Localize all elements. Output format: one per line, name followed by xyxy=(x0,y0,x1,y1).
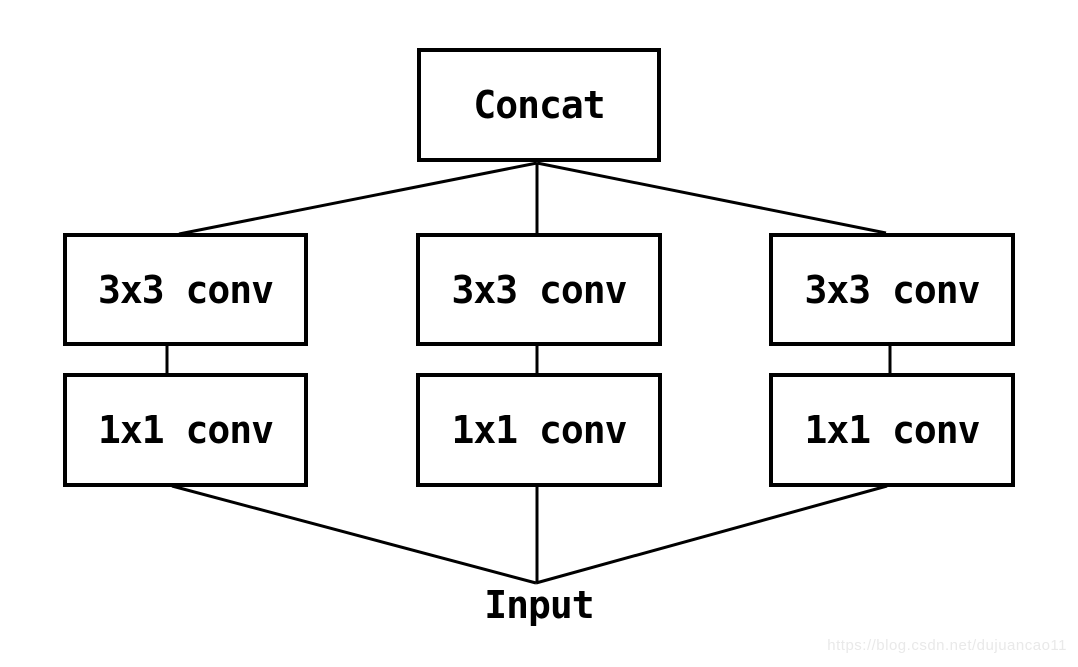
watermark-text: https://blog.csdn.net/dujuancao11 xyxy=(827,637,1067,654)
concat-node: Concat xyxy=(417,48,661,162)
edge-conv1-right-to-input xyxy=(535,484,888,585)
conv1-label-middle: 1x1 conv xyxy=(451,408,627,452)
conv3-label-right: 3x3 conv xyxy=(804,267,980,312)
conv3-label-left: 3x3 conv xyxy=(97,267,274,312)
edge-concat-to-conv3-right xyxy=(536,161,887,235)
input-label: Input xyxy=(484,583,594,627)
concat-label: Concat xyxy=(473,83,605,127)
conv1-node-left: 1x1 conv xyxy=(63,373,308,487)
conv3-node-middle: 3x3 conv xyxy=(416,233,662,346)
edge-conv1-left-to-input xyxy=(171,484,537,585)
conv3-node-left: 3x3 conv xyxy=(63,233,308,346)
conv1-label-left: 1x1 conv xyxy=(97,408,274,452)
conv1-node-middle: 1x1 conv xyxy=(416,373,662,487)
conv3-node-right: 3x3 conv xyxy=(769,233,1015,346)
conv1-node-right: 1x1 conv xyxy=(769,373,1015,487)
conv3-label-middle: 3x3 conv xyxy=(451,267,627,312)
edge-concat-to-conv3-left xyxy=(178,161,538,236)
conv1-label-right: 1x1 conv xyxy=(804,408,980,452)
